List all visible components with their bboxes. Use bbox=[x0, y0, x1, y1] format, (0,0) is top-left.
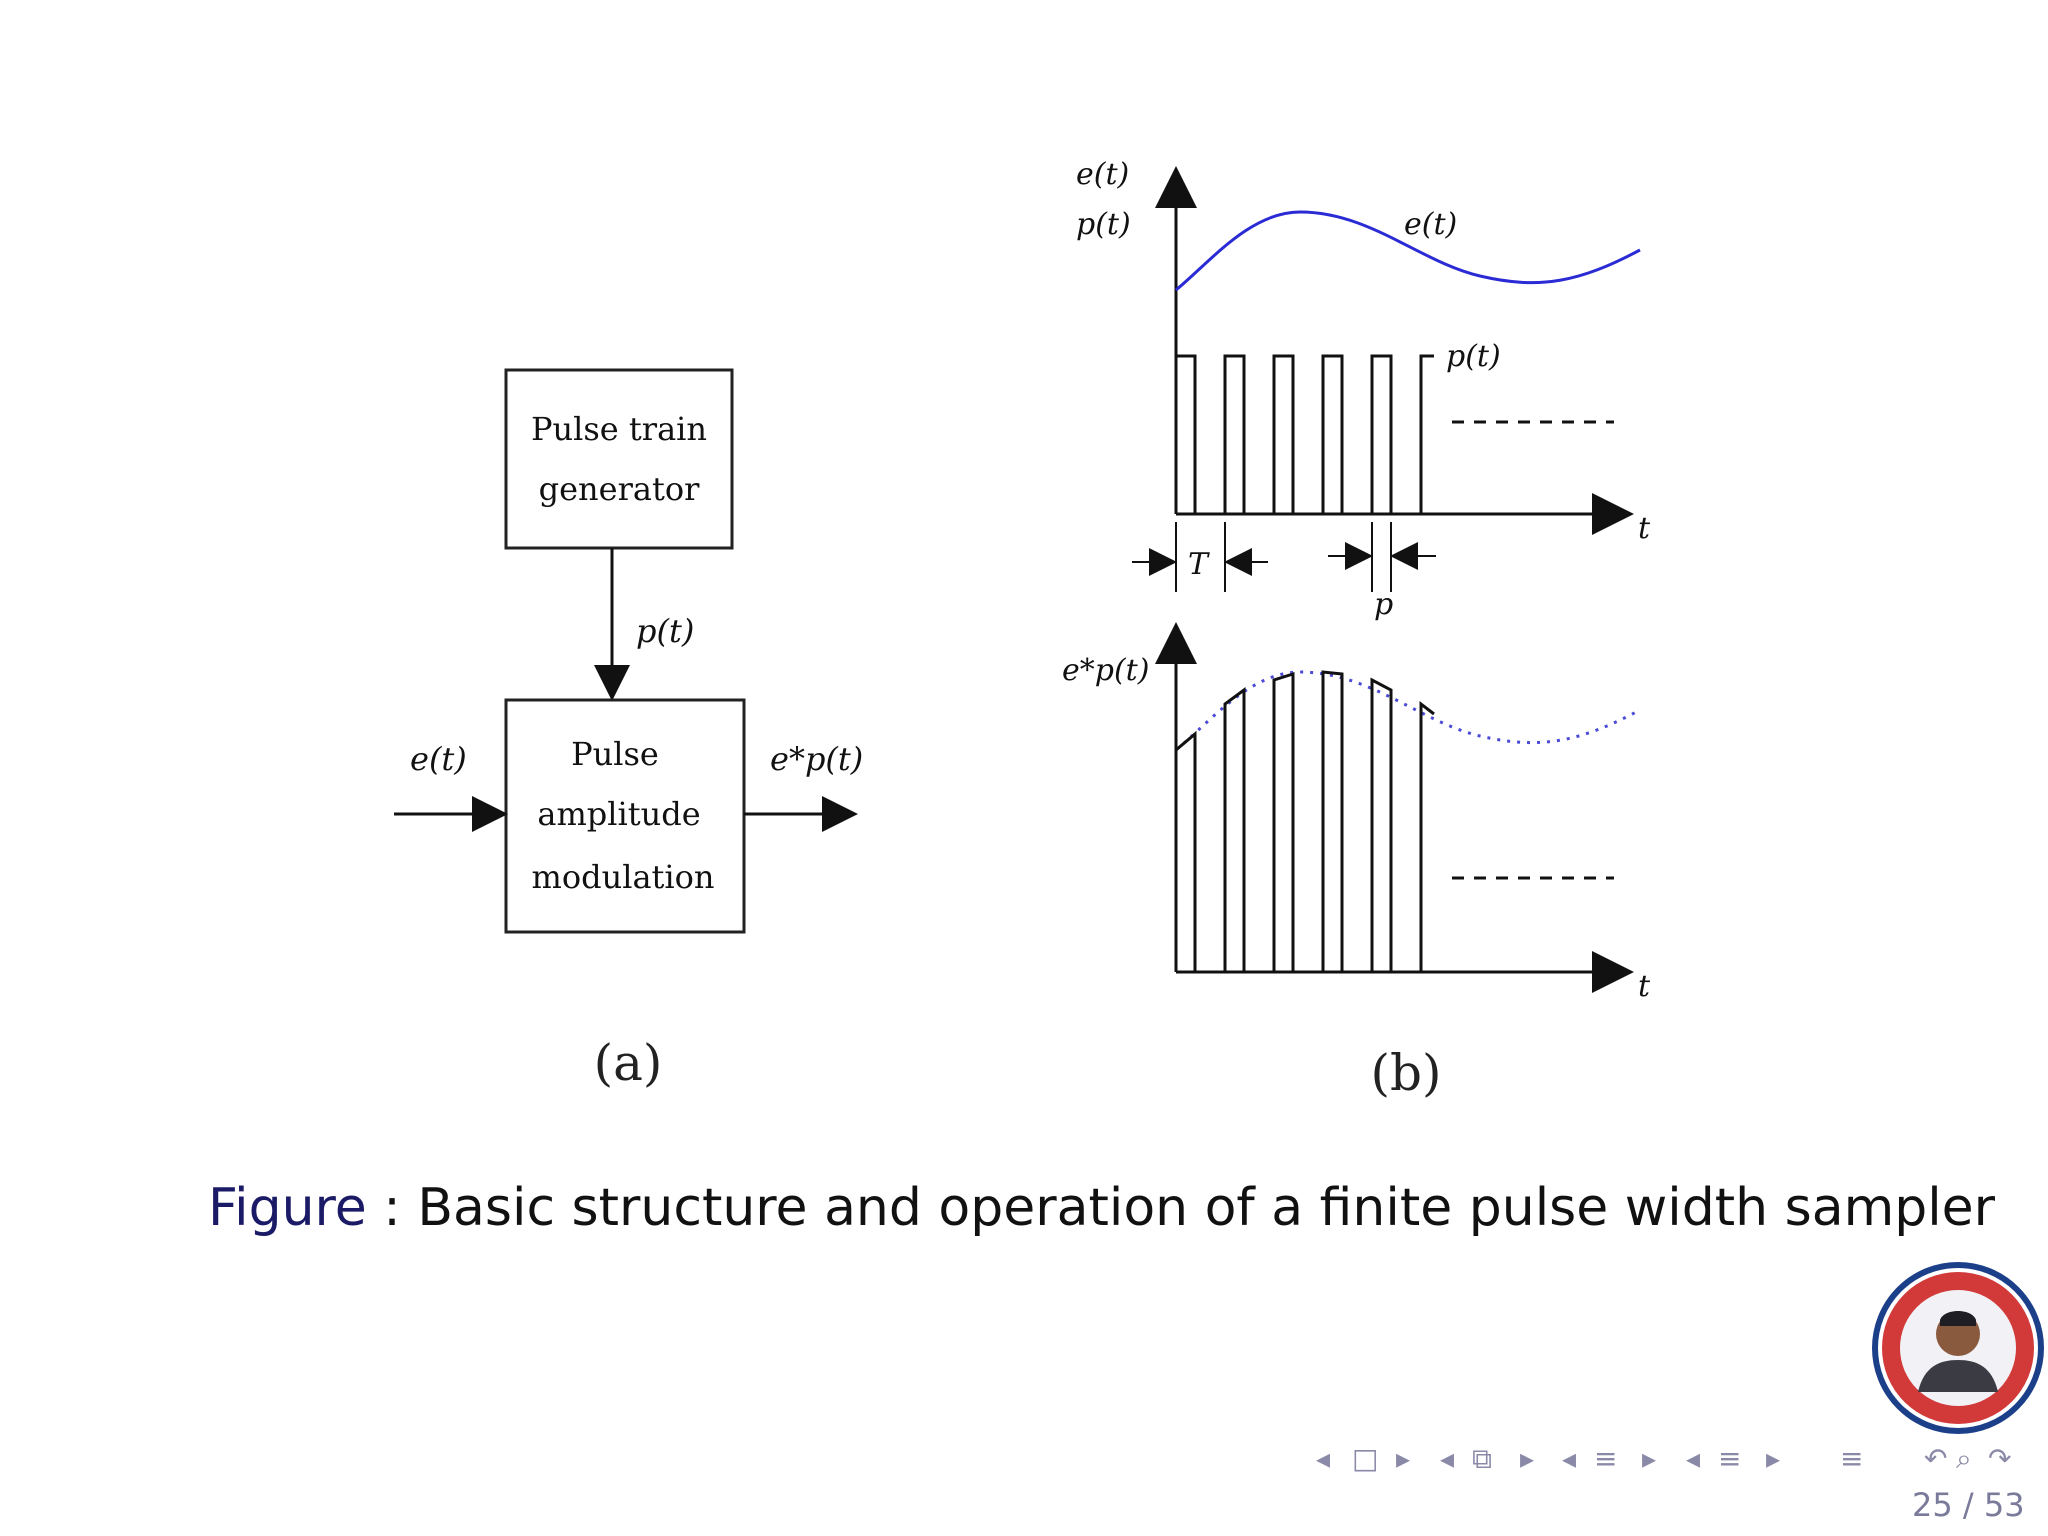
top-y-label-p: p(t) bbox=[1076, 207, 1131, 242]
modulator-label-line2: amplitude bbox=[537, 795, 700, 833]
subsection-icon[interactable]: ≡ bbox=[1594, 1442, 1618, 1475]
bottom-t-label: t bbox=[1638, 969, 1651, 1004]
sampled-pulses bbox=[1174, 670, 1435, 972]
nav-left-arrow-icon[interactable]: ◂ bbox=[1686, 1442, 1701, 1475]
modulator-block bbox=[504, 698, 746, 934]
page-number: 25 / 53 bbox=[1912, 1486, 2025, 1524]
pulse-train-label: p(t) bbox=[1446, 339, 1501, 374]
back-icon[interactable]: ↶ bbox=[1924, 1442, 1948, 1475]
presenter-photo bbox=[1882, 1272, 2034, 1424]
generator-label-line1: Pulse train bbox=[531, 410, 707, 448]
caption-text: Basic structure and operation of a finit… bbox=[417, 1178, 1996, 1238]
caption-prefix: Figure bbox=[208, 1178, 367, 1238]
nav-left-arrow-icon[interactable]: ◂ bbox=[1316, 1442, 1331, 1475]
nav-left-arrow-icon[interactable]: ◂ bbox=[1440, 1442, 1455, 1475]
nav-right-arrow-icon[interactable]: ▸ bbox=[1642, 1442, 1657, 1475]
list-icon[interactable]: ≡ bbox=[1840, 1442, 1864, 1475]
block-diagram-a: Pulse train generator p(t) Pulse amplitu… bbox=[394, 368, 863, 1092]
nav-right-arrow-icon[interactable]: ▸ bbox=[1520, 1442, 1535, 1475]
figure-b-label: (b) bbox=[1370, 1044, 1441, 1102]
nav-right-arrow-icon[interactable]: ▸ bbox=[1396, 1442, 1411, 1475]
modulator-label-line3: modulation bbox=[532, 858, 715, 896]
sampled-envelope-dotted bbox=[1175, 670, 1641, 752]
caption-separator: : bbox=[366, 1178, 418, 1238]
forward-icon[interactable]: ↷ bbox=[1988, 1442, 2012, 1475]
width-label: p bbox=[1374, 587, 1393, 622]
frame-icon[interactable]: □ bbox=[1352, 1442, 1379, 1475]
top-y-label-e: e(t) bbox=[1076, 157, 1129, 192]
period-label: T bbox=[1188, 547, 1210, 582]
output-signal-label: e*p(t) bbox=[770, 740, 863, 778]
figure-caption: Figure : Basic structure and operation o… bbox=[208, 1178, 1995, 1238]
input-signal-label: e(t) bbox=[410, 740, 467, 778]
section-icon[interactable]: ⧉ bbox=[1472, 1442, 1492, 1475]
presenter-avatar bbox=[1872, 1262, 2044, 1434]
top-t-label: t bbox=[1638, 511, 1651, 546]
figure-a-label: (a) bbox=[594, 1034, 663, 1092]
list-icon[interactable]: ≡ bbox=[1718, 1442, 1742, 1475]
pulse-generator-block bbox=[504, 368, 734, 550]
pulse-train bbox=[1174, 354, 1434, 516]
e-curve bbox=[1175, 210, 1641, 292]
slide-navigation-bar: ◂ □ ▸ ◂ ⧉ ▸ ◂ ≡ ▸ ◂ ≡ ▸ ≡ ↶ ⌕ ↷ bbox=[1316, 1442, 2036, 1478]
waveform-diagram-b: e(t) p(t) e(t) p(t) t T p e*p(t) t (b) bbox=[1062, 157, 1651, 1102]
search-icon[interactable]: ⌕ bbox=[1956, 1442, 1972, 1475]
e-curve-label: e(t) bbox=[1404, 207, 1457, 242]
pulse-signal-label: p(t) bbox=[636, 612, 694, 650]
nav-left-arrow-icon[interactable]: ◂ bbox=[1562, 1442, 1577, 1475]
bottom-y-label: e*p(t) bbox=[1062, 653, 1149, 688]
generator-label-line2: generator bbox=[539, 470, 700, 508]
modulator-label-line1: Pulse bbox=[571, 735, 659, 773]
nav-right-arrow-icon[interactable]: ▸ bbox=[1766, 1442, 1781, 1475]
